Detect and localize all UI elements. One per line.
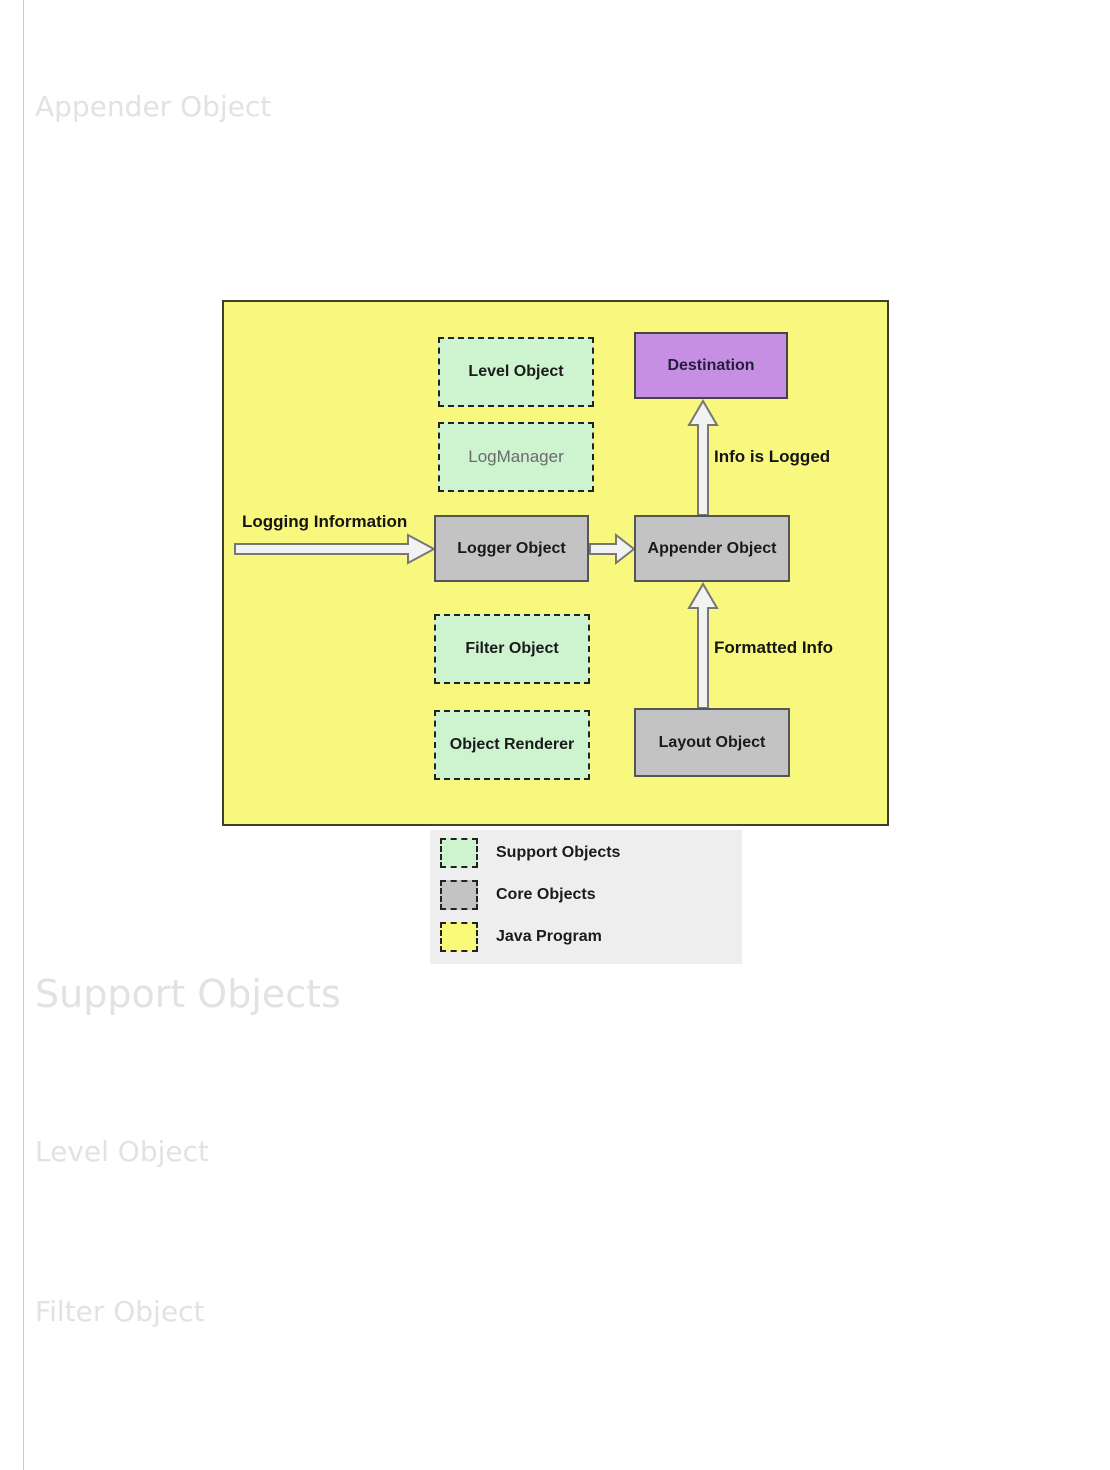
node-level-object: Level Object <box>438 337 594 407</box>
edge-label-formatted-info: Formatted Info <box>714 638 833 657</box>
node-logmanager: LogManager <box>438 422 594 492</box>
node-logger-object: Logger Object <box>434 515 589 582</box>
legend-label-support-objects: Support Objects <box>496 844 621 861</box>
node-appender-object: Appender Object <box>634 515 790 582</box>
legend-swatch-core-objects <box>440 880 478 910</box>
legend-swatch-support-objects <box>440 838 478 868</box>
log4j-architecture-diagram: Level Object LogManager Destination Logg… <box>222 300 889 826</box>
arrow-logger-to-appender <box>589 532 636 566</box>
legend-label-core-objects: Core Objects <box>496 886 596 903</box>
heading-appender-object: Appender Object <box>35 90 272 123</box>
node-layout-object: Layout Object <box>634 708 790 777</box>
legend-label-java-program: Java Program <box>496 928 602 945</box>
legend <box>430 830 742 964</box>
edge-label-logging-information: Logging Information <box>242 512 408 531</box>
arrow-logging-information <box>234 533 437 565</box>
page-left-border <box>23 0 24 1470</box>
arrow-layout-to-appender <box>687 582 719 709</box>
node-filter-object: Filter Object <box>434 614 590 684</box>
legend-swatch-java-program <box>440 922 478 952</box>
heading-filter-object: Filter Object <box>35 1295 205 1328</box>
heading-level-object: Level Object <box>35 1135 210 1168</box>
node-destination: Destination <box>634 332 788 399</box>
arrow-appender-to-destination <box>687 399 719 516</box>
heading-support-objects: Support Objects <box>35 972 341 1016</box>
node-object-renderer: Object Renderer <box>434 710 590 780</box>
edge-label-info-is-logged: Info is Logged <box>714 447 831 466</box>
